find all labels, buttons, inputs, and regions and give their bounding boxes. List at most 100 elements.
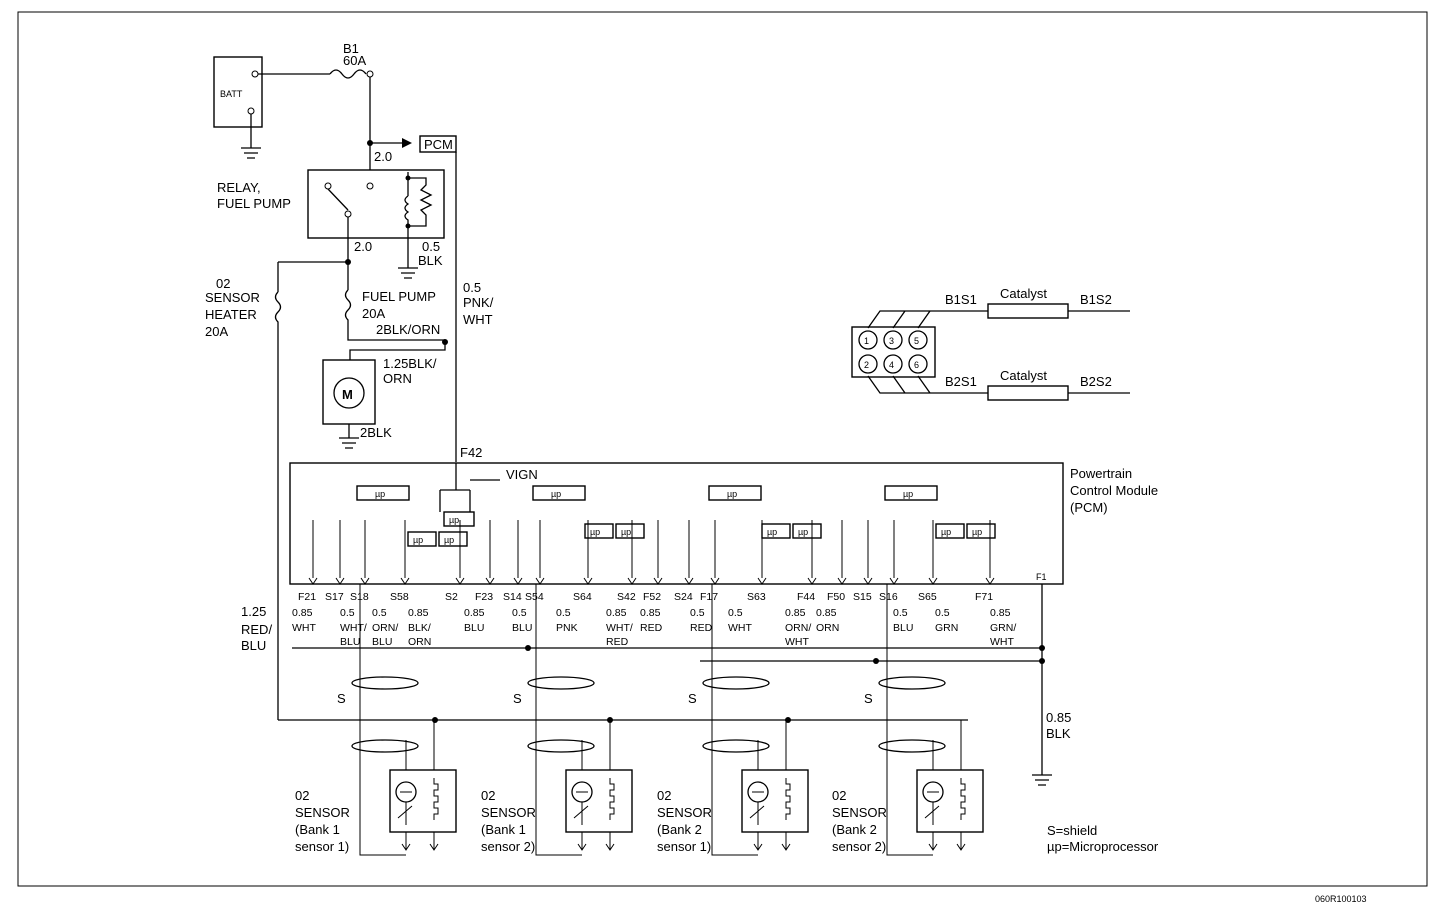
sensor-label-3: (Bank 2 bbox=[832, 822, 877, 837]
pin-label: S42 bbox=[617, 591, 636, 603]
pin-label: S63 bbox=[747, 591, 766, 603]
svg-text:VIGN: VIGN bbox=[506, 467, 538, 482]
pin-label: F50 bbox=[827, 591, 845, 603]
svg-text:µp: µp bbox=[767, 527, 777, 537]
pin-stub bbox=[837, 520, 847, 585]
wire-color: WHT/ bbox=[340, 622, 367, 634]
wire-size: 0.5 bbox=[340, 607, 355, 619]
pin-label: S16 bbox=[879, 591, 898, 603]
svg-text:(PCM): (PCM) bbox=[1070, 500, 1108, 515]
svg-text:S: S bbox=[864, 691, 873, 706]
svg-text:02: 02 bbox=[216, 276, 230, 291]
fuel-pump-motor: M 1.25BLK/ ORN 2BLK bbox=[322, 356, 437, 449]
sensor-heater-fuse: 02 SENSOR HEATER 20A bbox=[205, 262, 282, 720]
svg-text:S: S bbox=[337, 691, 346, 706]
pin-label: S24 bbox=[674, 591, 693, 603]
pin-stub bbox=[653, 520, 663, 585]
svg-text:µp: µp bbox=[413, 535, 423, 545]
svg-text:BLK: BLK bbox=[418, 253, 443, 268]
svg-text:2.0: 2.0 bbox=[374, 149, 392, 164]
wire-color-stripe: RED bbox=[606, 636, 629, 648]
wire-size: 0.85 bbox=[606, 607, 627, 619]
pin-stub bbox=[335, 520, 345, 585]
svg-text:PNK/: PNK/ bbox=[463, 295, 494, 310]
legend-shield: S=shield bbox=[1047, 823, 1097, 838]
wire-color-stripe: WHT bbox=[990, 636, 1014, 648]
svg-text:HEATER: HEATER bbox=[205, 307, 257, 322]
figure-id: 060R100103 bbox=[1315, 894, 1367, 904]
svg-text:2: 2 bbox=[864, 360, 869, 370]
pin-label: F21 bbox=[298, 591, 316, 603]
wire-color: BLU bbox=[512, 622, 532, 634]
svg-text:RED/: RED/ bbox=[241, 622, 272, 637]
pin-stub bbox=[863, 520, 873, 585]
wire-color-stripe: BLU bbox=[372, 636, 392, 648]
pin-stub bbox=[627, 520, 637, 585]
wire-size: 0.85 bbox=[816, 607, 837, 619]
svg-text:B2S1: B2S1 bbox=[945, 374, 977, 389]
svg-text:3: 3 bbox=[889, 336, 894, 346]
svg-text:M: M bbox=[342, 387, 353, 402]
svg-text:Powertrain: Powertrain bbox=[1070, 466, 1132, 481]
wire-color: WHT/ bbox=[606, 622, 633, 634]
wire-size: 0.5 bbox=[893, 607, 908, 619]
pin-label: S58 bbox=[390, 591, 409, 603]
fuel-pump-relay bbox=[307, 169, 445, 279]
sensor-label-2: SENSOR bbox=[832, 805, 887, 820]
wire-size: 0.5 bbox=[372, 607, 387, 619]
svg-text:BATT: BATT bbox=[220, 89, 243, 99]
sensor-label-1: 02 bbox=[295, 788, 309, 803]
wire-size: 0.85 bbox=[640, 607, 661, 619]
fuel-pump-fuse: FUEL PUMP 20A 2BLK/ORN bbox=[344, 262, 448, 345]
pin-stub bbox=[535, 520, 545, 585]
pin-label: S14 bbox=[503, 591, 522, 603]
svg-text:µp: µp bbox=[590, 527, 600, 537]
pin-stub bbox=[400, 520, 410, 585]
wire-color: RED bbox=[690, 622, 713, 634]
wire-size: 0.5 bbox=[728, 607, 743, 619]
wire-color: ORN/ bbox=[785, 622, 811, 634]
wire-size: 0.85 bbox=[408, 607, 429, 619]
svg-text:µp: µp bbox=[444, 535, 454, 545]
svg-text:Catalyst: Catalyst bbox=[1000, 286, 1047, 301]
svg-text:FUEL PUMP: FUEL PUMP bbox=[217, 196, 291, 211]
pcm-module: Powertrain Control Module (PCM) F42 VIGN… bbox=[289, 445, 1158, 585]
wire-size: 0.85 bbox=[990, 607, 1011, 619]
pin-label: S15 bbox=[853, 591, 872, 603]
pin-label: F44 bbox=[797, 591, 815, 603]
legend-microprocessor: µp=Microprocessor bbox=[1047, 839, 1159, 854]
pin-label: S64 bbox=[573, 591, 592, 603]
svg-text:ORN: ORN bbox=[383, 371, 412, 386]
pin-label: S18 bbox=[350, 591, 369, 603]
pin-stub bbox=[513, 520, 523, 585]
pin-stub bbox=[928, 520, 938, 585]
pcm-tag bbox=[419, 135, 457, 153]
svg-text:60A: 60A bbox=[343, 53, 366, 68]
sensor-label-4: sensor 2) bbox=[481, 839, 535, 854]
pin-label: F71 bbox=[975, 591, 993, 603]
svg-text:20A: 20A bbox=[205, 324, 228, 339]
svg-text:µp: µp bbox=[941, 527, 951, 537]
sensor-label-2: SENSOR bbox=[481, 805, 536, 820]
wire-size: 0.5 bbox=[690, 607, 705, 619]
wire-color-stripe: ORN bbox=[408, 636, 431, 648]
wire-color: WHT bbox=[292, 622, 316, 634]
svg-text:2BLK: 2BLK bbox=[360, 425, 392, 440]
pin-stub bbox=[360, 520, 370, 585]
sensor-label-2: SENSOR bbox=[657, 805, 712, 820]
svg-text:BLK: BLK bbox=[1046, 726, 1071, 741]
svg-text:0.5: 0.5 bbox=[463, 280, 481, 295]
svg-text:WHT: WHT bbox=[463, 312, 493, 327]
wire-color-stripe: WHT bbox=[785, 636, 809, 648]
svg-text:0.5: 0.5 bbox=[422, 239, 440, 254]
sensor-label-4: sensor 1) bbox=[295, 839, 349, 854]
svg-text:0.85: 0.85 bbox=[1046, 710, 1071, 725]
wire-color: GRN bbox=[935, 622, 958, 634]
svg-text:F1: F1 bbox=[1036, 572, 1047, 582]
pin-label: F23 bbox=[475, 591, 493, 603]
